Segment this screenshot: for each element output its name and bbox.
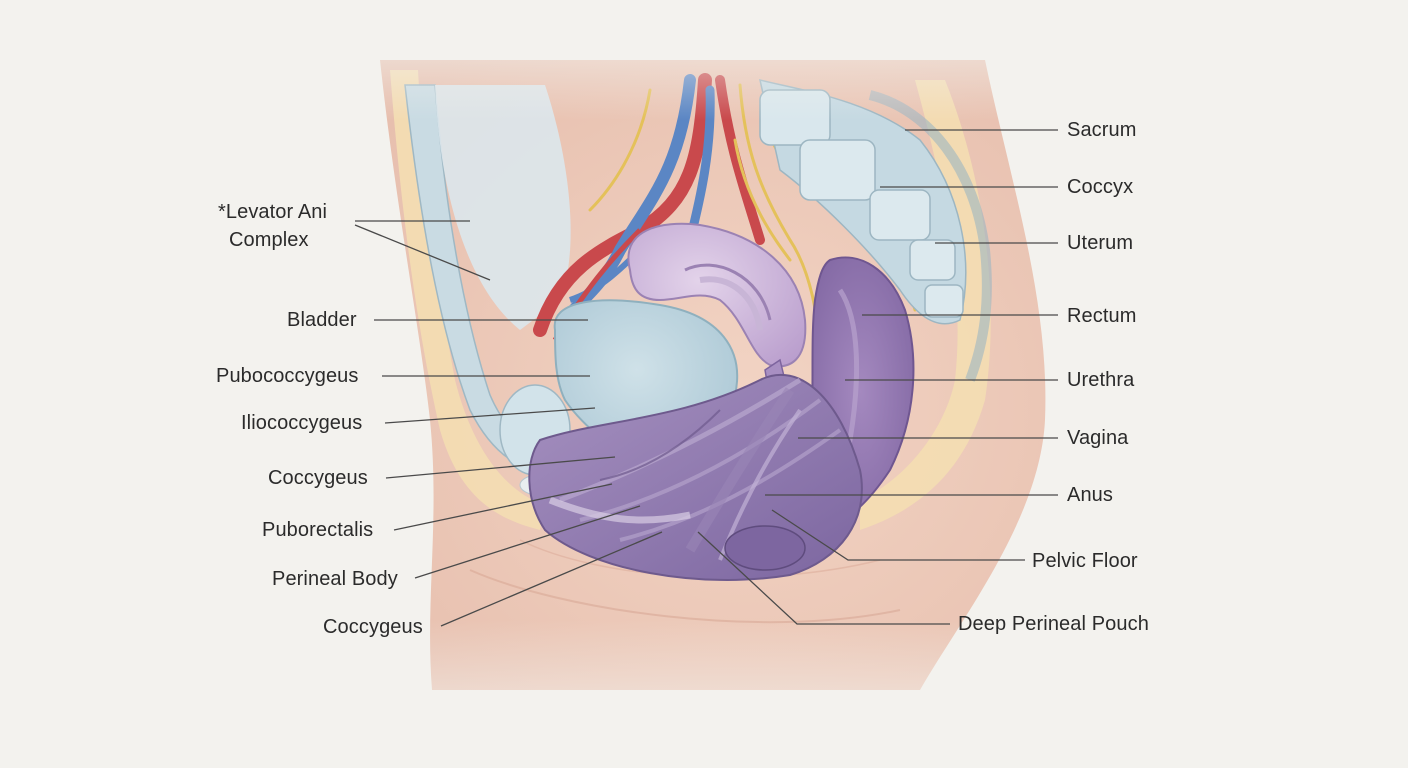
- leader-coccygeus-upper: [385, 456, 616, 479]
- leader-lines: [354, 129, 1058, 627]
- label-levator-ani-line2: Complex: [229, 229, 309, 251]
- leader-pelvic-floor: [771, 509, 1025, 561]
- leader-levator-ani-2: [354, 224, 491, 281]
- leader-coccygeus-lower: [440, 531, 663, 627]
- label-uterum: Uterum: [1067, 232, 1134, 254]
- leader-iliococcygeus: [384, 407, 596, 424]
- label-coccygeus-lower: Coccygeus: [323, 616, 423, 638]
- leader-deep-perineal-pouch: [697, 531, 950, 625]
- uterus-organ: [627, 222, 807, 368]
- label-iliococcygeus: Iliococcygeus: [241, 412, 363, 434]
- label-rectum: Rectum: [1067, 305, 1137, 327]
- label-pubococcygeus: Pubococcygeus: [216, 365, 359, 387]
- label-puborectalis: Puborectalis: [262, 519, 374, 541]
- label-pelvic-floor: Pelvic Floor: [1032, 550, 1138, 572]
- label-sacrum: Sacrum: [1067, 119, 1137, 141]
- leader-puborectalis: [393, 483, 613, 531]
- leader-perineal-body: [414, 505, 641, 579]
- label-perineal-body: Perineal Body: [272, 568, 398, 590]
- label-anus: Anus: [1067, 484, 1113, 506]
- label-levator-ani-line1: *Levator Ani: [218, 201, 328, 223]
- label-vagina: Vagina: [1067, 427, 1129, 449]
- label-coccyx: Coccyx: [1067, 176, 1134, 198]
- label-urethra: Urethra: [1067, 369, 1135, 391]
- label-deep-perineal-pouch: Deep Perineal Pouch: [958, 613, 1149, 635]
- pelvic-floor-muscles: [528, 374, 863, 581]
- label-bladder: Bladder: [287, 309, 357, 331]
- label-coccygeus-upper: Coccygeus: [268, 467, 368, 489]
